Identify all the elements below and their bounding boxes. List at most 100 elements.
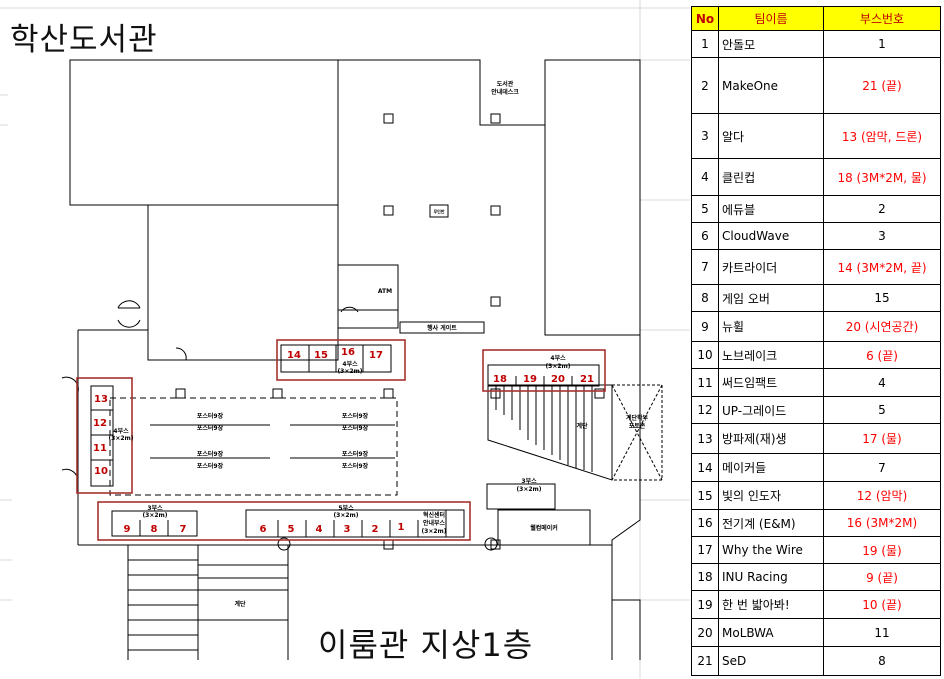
booth-number: 21 (끝) <box>823 57 941 114</box>
booth-number: 10 (끝) <box>823 590 941 619</box>
row-number: 16 <box>691 509 719 537</box>
poster-label-8: 포스터9장 <box>342 462 369 470</box>
poster-label-2: 포스터9장 <box>197 424 224 432</box>
table-header-row: No 팀이름 부스번호 <box>691 6 941 31</box>
top-group-size: (3×2m) <box>337 368 362 375</box>
info-booth-label-3: (3×2m) <box>421 528 446 535</box>
booth-number: 8 <box>823 646 941 676</box>
poster-label-3: 포스터9장 <box>342 412 369 420</box>
team-name: 전기계 (E&M) <box>718 509 824 537</box>
booth-number: 7 <box>823 453 941 482</box>
booth-5: 5 <box>288 524 295 535</box>
right-group-size: (3×2m) <box>545 363 570 370</box>
row-number: 15 <box>691 481 719 510</box>
booth-12: 12 <box>93 418 107 429</box>
team-name: UP-그레이드 <box>718 396 824 424</box>
booth-number: 3 <box>823 222 941 250</box>
booth-number: 11 <box>823 618 941 647</box>
floor-plan: 14 15 16 17 18 19 20 21 13 12 11 10 9 8 … <box>61 59 663 660</box>
floor-label: 이룸관 지상1층 <box>318 626 534 664</box>
booth-14: 14 <box>287 350 301 361</box>
booth-group-left-border <box>76 377 133 494</box>
booth-16: 16 <box>341 347 355 358</box>
info-booth-label-2: 안내부스 <box>423 519 446 527</box>
row-number: 3 <box>691 113 719 159</box>
row-number: 18 <box>691 563 719 591</box>
booth-9: 9 <box>124 524 131 535</box>
poster-label-7: 포스터9장 <box>342 450 369 458</box>
booth-3: 3 <box>344 524 351 535</box>
team-name: SeD <box>718 646 824 676</box>
booth-number: 6 (끝) <box>823 341 941 369</box>
row-number: 20 <box>691 618 719 647</box>
booth-number: 19 (물) <box>823 536 941 564</box>
row-number: 9 <box>691 311 719 342</box>
poster-label-1: 포스터9장 <box>197 412 224 420</box>
booth-17: 17 <box>369 350 383 361</box>
bottom-left-label: 3부스 <box>147 504 163 512</box>
booth-7: 7 <box>180 524 187 535</box>
booth-group-top-border <box>276 339 406 381</box>
booth-number: 5 <box>823 396 941 424</box>
right-group-label: 4부스 <box>550 354 566 362</box>
row-number: 19 <box>691 590 719 619</box>
row-number: 2 <box>691 57 719 114</box>
stairs-label: 계단 <box>576 422 588 430</box>
team-name: Why the Wire <box>718 536 824 564</box>
booth-21: 21 <box>580 374 594 385</box>
row-number: 12 <box>691 396 719 424</box>
booth-3-size: (3×2m) <box>516 486 541 493</box>
booth-number: 4 <box>823 368 941 397</box>
booth-number: 20 (시연공간) <box>823 311 941 342</box>
booth-number: 14 (3M*2M, 끝) <box>823 249 941 285</box>
header-booth: 부스번호 <box>823 6 941 31</box>
booth-15: 15 <box>314 350 328 361</box>
team-name: 카트라이더 <box>718 249 824 285</box>
team-name: 클린컵 <box>718 158 824 196</box>
booth-10: 10 <box>94 466 108 477</box>
team-name: 게임 오버 <box>718 284 824 312</box>
poster-label-6: 포스터9장 <box>197 462 224 470</box>
left-group-label: 4부스 <box>113 427 129 435</box>
stairs-label-2: 계단 <box>234 600 246 608</box>
team-name: MoLBWA <box>718 618 824 647</box>
booth-number: 1 <box>823 30 941 58</box>
booth-4: 4 <box>316 524 323 535</box>
row-number: 4 <box>691 158 719 196</box>
gate-label: 행사 게이트 <box>427 324 457 332</box>
booth-number: 2 <box>823 195 941 223</box>
booth-number: 9 (끝) <box>823 563 941 591</box>
info-booth-label: 혁신센터 <box>423 511 445 519</box>
row-number: 11 <box>691 368 719 397</box>
team-name: 안돌모 <box>718 30 824 58</box>
booth-number: 15 <box>823 284 941 312</box>
top-group-label: 4부스 <box>342 360 358 368</box>
booth-number: 16 (3M*2M) <box>823 509 941 537</box>
booth-8: 8 <box>151 524 158 535</box>
team-name: MakeOne <box>718 57 824 114</box>
team-name: 알다 <box>718 113 824 159</box>
bottom-main-label: 5부스 <box>338 504 354 512</box>
row-number: 21 <box>691 646 719 676</box>
booth-number: 13 (암막, 드론) <box>823 113 941 159</box>
row-number: 6 <box>691 222 719 250</box>
book-kiosk-label-2: 안내데스크 <box>491 88 519 96</box>
team-name: 빛의 인도자 <box>718 481 824 510</box>
header-team: 팀이름 <box>718 6 824 31</box>
booth-3-label: 3부스 <box>521 477 537 485</box>
poster-label-4: 포스터9장 <box>342 424 369 432</box>
